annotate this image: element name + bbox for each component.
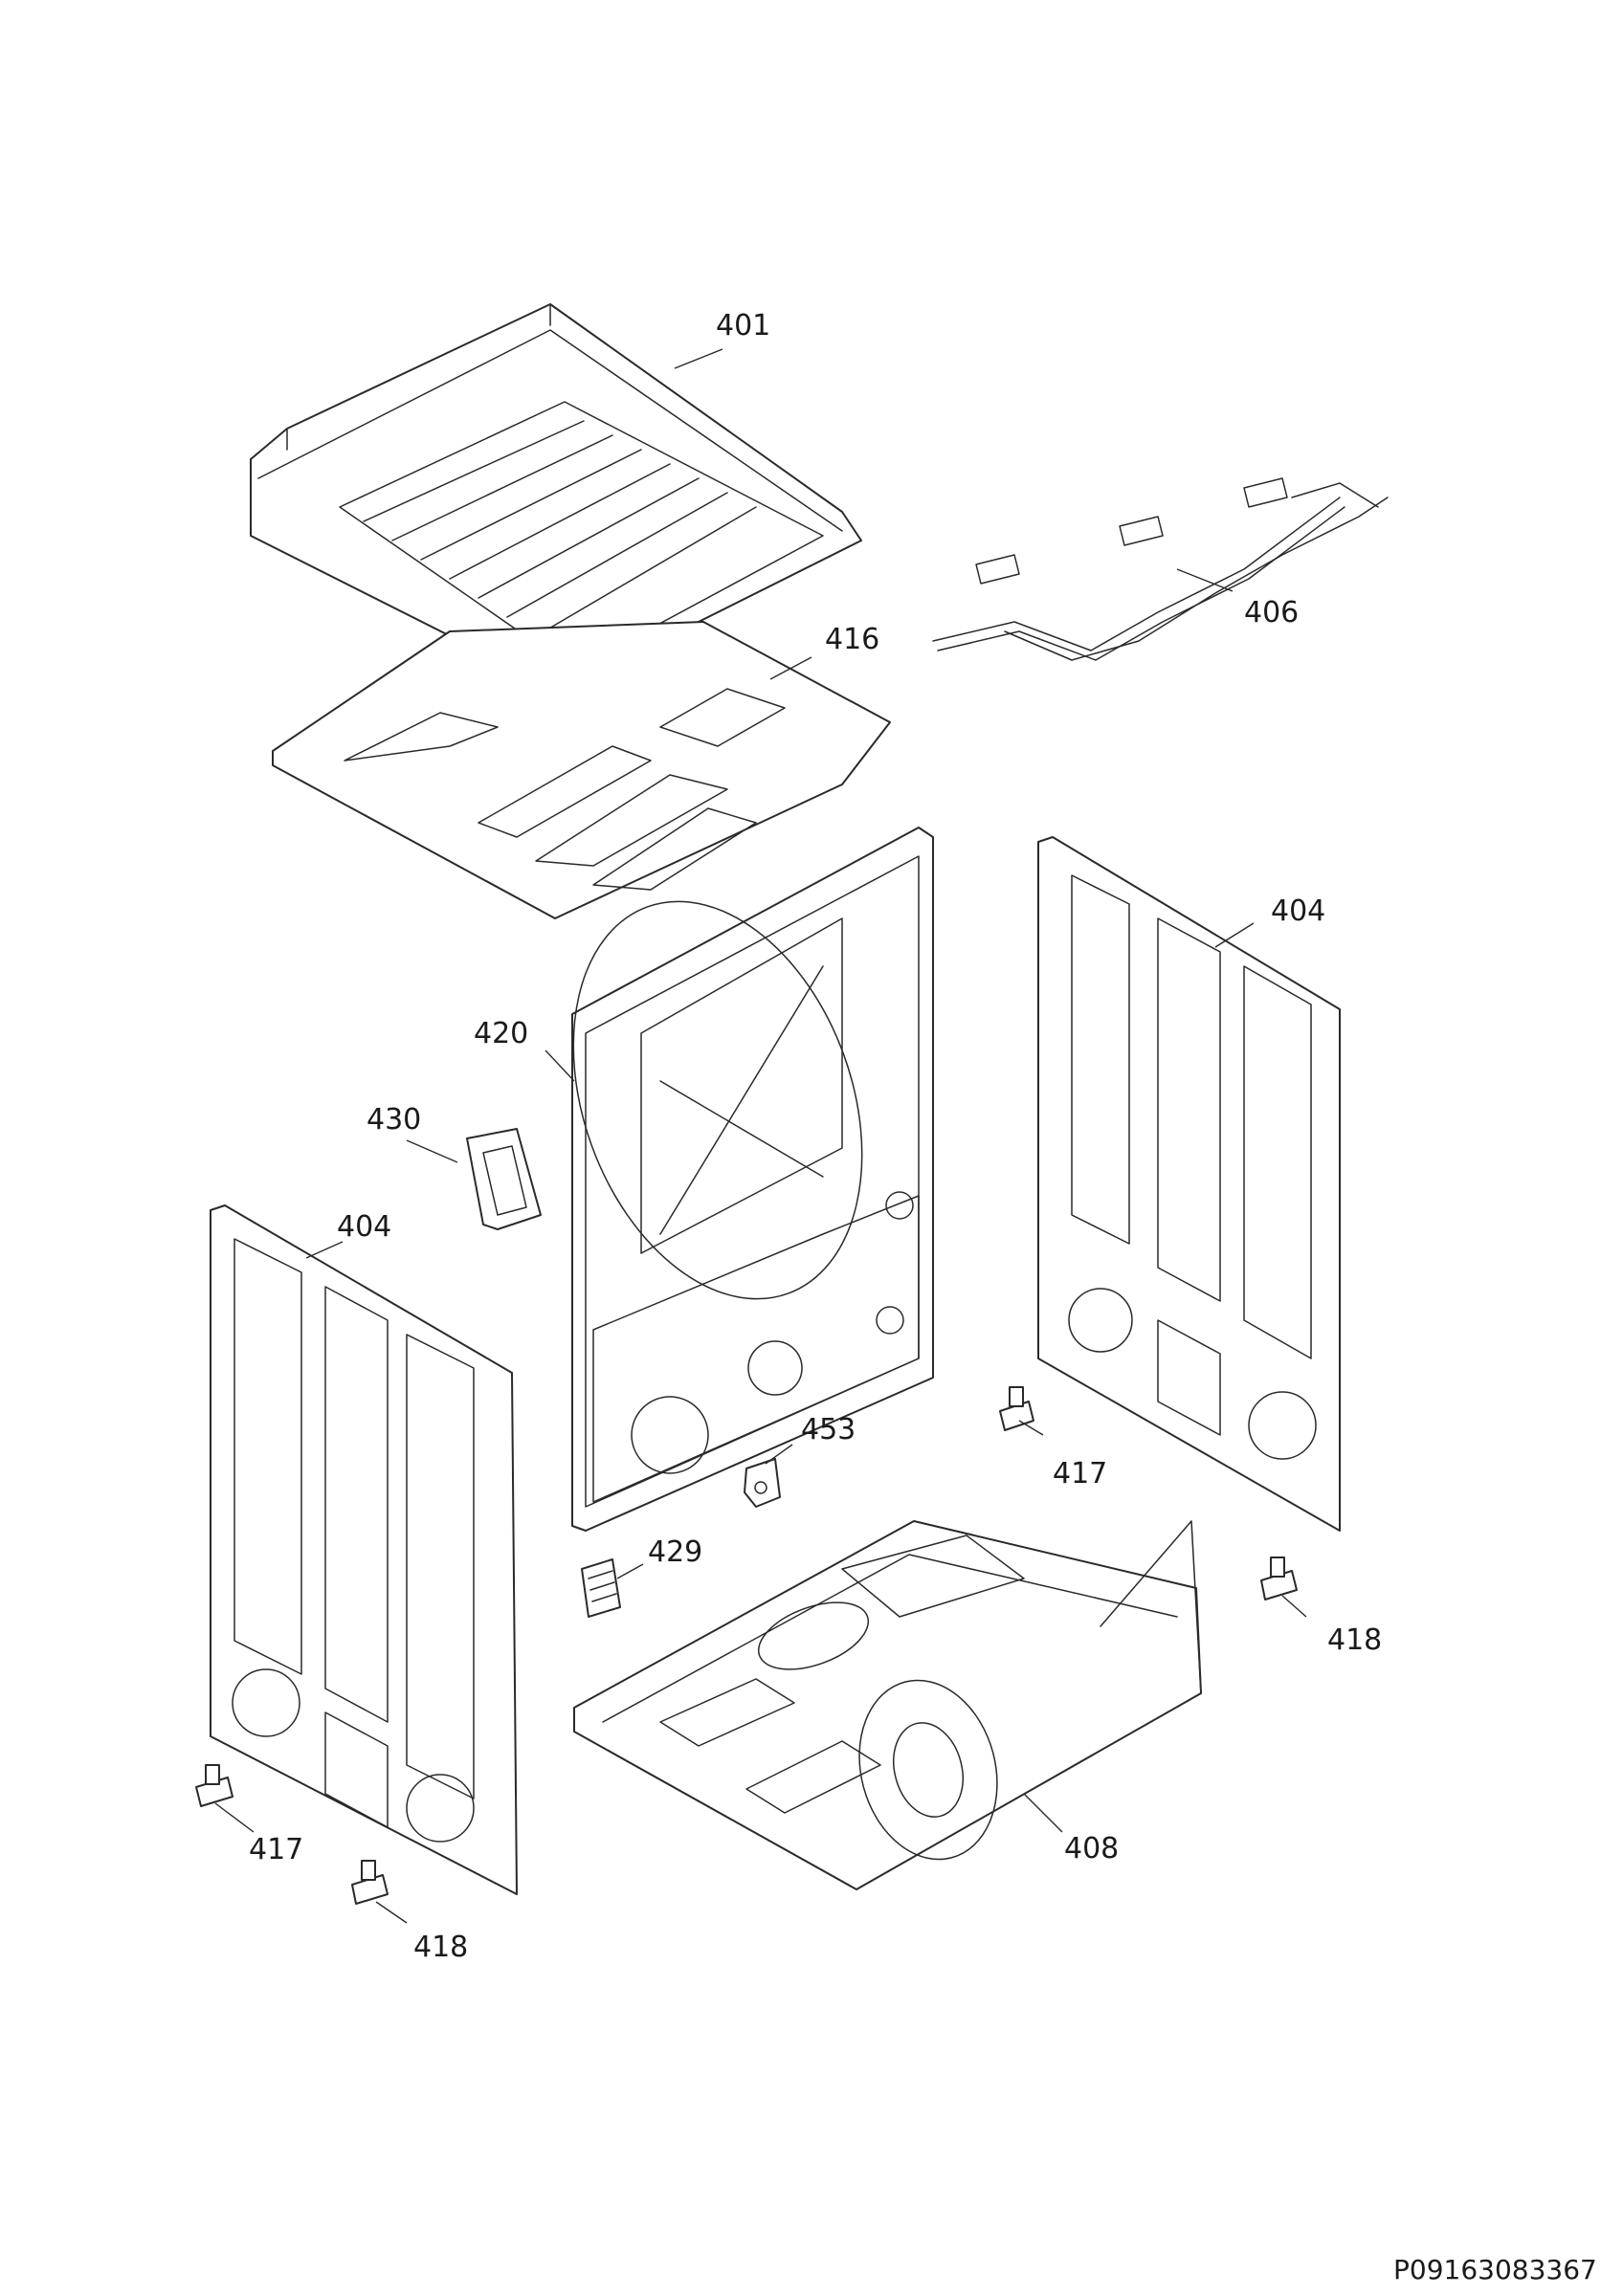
callout-406: 406 xyxy=(1244,596,1299,629)
callout-404-right: 404 xyxy=(1271,894,1325,928)
callout-420: 420 xyxy=(474,1017,528,1050)
callout-418-right: 418 xyxy=(1327,1623,1382,1657)
callout-418-left: 418 xyxy=(413,1931,468,1964)
part-foot-front-right xyxy=(1260,1556,1298,1601)
drawing-code: P09163083367 xyxy=(1393,2254,1597,2285)
callout-401: 401 xyxy=(716,309,770,342)
callout-417-right: 417 xyxy=(1053,1457,1107,1490)
callout-430: 430 xyxy=(367,1103,421,1137)
callout-408: 408 xyxy=(1064,1832,1119,1866)
part-foot-rear-left xyxy=(195,1764,233,1807)
callout-429: 429 xyxy=(648,1535,702,1569)
part-rear-panel xyxy=(571,827,934,1532)
callout-453: 453 xyxy=(801,1413,856,1446)
part-handle-bracket xyxy=(466,1128,542,1230)
part-wiring-harness xyxy=(932,477,1389,661)
leader-lines xyxy=(214,348,1307,1924)
part-side-panel-right xyxy=(1037,836,1341,1532)
part-connector-block xyxy=(581,1558,621,1618)
part-top-cover xyxy=(250,303,862,690)
part-top-support-plate xyxy=(272,621,891,919)
part-hinge-bracket xyxy=(744,1458,781,1508)
callout-417-left: 417 xyxy=(249,1833,303,1866)
part-side-panel-left xyxy=(210,1204,518,1895)
part-foot-front-left xyxy=(351,1860,389,1905)
part-base-frame xyxy=(573,1520,1202,1890)
callout-labels: 401 406 416 404 420 430 404 453 417 429 … xyxy=(249,309,1382,1964)
callout-404-left: 404 xyxy=(337,1210,391,1244)
callout-416: 416 xyxy=(825,623,879,656)
part-foot-rear-right xyxy=(999,1386,1034,1431)
